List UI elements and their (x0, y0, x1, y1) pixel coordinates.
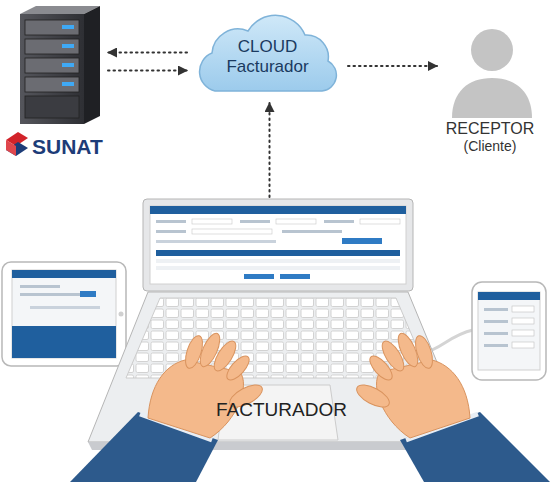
screen-field (512, 306, 534, 312)
screen-footer (12, 326, 116, 358)
screen-line (484, 308, 508, 311)
drive-bay (25, 20, 79, 35)
screen-header (478, 292, 540, 300)
device-node: SUNAT (5, 5, 105, 163)
screen-field (512, 330, 534, 336)
laptop-screen (150, 206, 406, 284)
tablet-screen (12, 270, 116, 358)
person-icon (452, 29, 532, 118)
laptop-device (88, 199, 470, 450)
screen-header (12, 270, 116, 278)
dotted-arrow (269, 103, 271, 197)
text-group: RECEPTOR(Cliente) (440, 120, 540, 170)
dotted-arrow (348, 65, 437, 67)
finger (366, 353, 396, 384)
screen-field (192, 219, 232, 224)
screen-line (156, 230, 186, 233)
screen-table-row (156, 266, 400, 270)
cloud-outline (200, 15, 337, 91)
phone-body (472, 282, 546, 380)
screen-table-header (156, 250, 400, 256)
status-light (62, 63, 74, 67)
screen-line (282, 230, 342, 233)
screen-button (244, 274, 274, 279)
node-label: (Cliente) (464, 138, 517, 154)
logo-mark (6, 140, 16, 156)
node-label: FACTURADOR (216, 399, 347, 421)
screen-button (280, 274, 310, 279)
screen-field (512, 318, 534, 324)
device-node: FACTURADOR (140, 200, 415, 445)
screen-field (360, 219, 400, 224)
screen-line (484, 320, 508, 323)
phone-device (472, 282, 546, 380)
tablet-body (2, 262, 126, 366)
cloud-node: CLOUD Facturador (190, 3, 345, 100)
dotted-arrow (108, 70, 187, 72)
node-label: SUNAT (32, 135, 103, 159)
screen-line (156, 220, 186, 223)
device-node: RECEPTOR(Cliente) (440, 20, 540, 170)
drive-bay (25, 58, 79, 73)
laptop-lid (143, 199, 413, 291)
server-side (84, 6, 100, 124)
screen-button (342, 238, 382, 244)
status-light (62, 44, 74, 48)
dotted-arrow (108, 52, 187, 54)
tablet-device (2, 262, 126, 366)
server-icon (20, 6, 100, 124)
screen-line (30, 306, 100, 309)
screen-line (20, 285, 60, 288)
screen-field (192, 229, 272, 234)
right-hand (353, 331, 550, 482)
tablet-button (119, 312, 124, 317)
status-light (62, 82, 74, 86)
sunat-logo (6, 132, 28, 156)
drive-bay (25, 39, 79, 54)
screen-field (276, 219, 316, 224)
server-front (20, 14, 84, 124)
screen-button (80, 291, 96, 297)
text-group: FACTURADOR (140, 396, 423, 424)
screen-line (240, 220, 270, 223)
person-body (452, 78, 532, 118)
phone-screen (478, 292, 540, 370)
drive-bay (25, 96, 79, 118)
person-head (471, 29, 513, 71)
thumb (353, 380, 392, 411)
screen-line (484, 344, 508, 347)
screen-line (484, 332, 508, 335)
screen-line (156, 240, 276, 243)
node-label: CLOUD Facturador (218, 37, 318, 76)
screen-field (512, 342, 534, 348)
finger (223, 353, 253, 384)
screen-line (20, 293, 80, 296)
drive-bay (25, 77, 79, 92)
node-label: RECEPTOR (446, 120, 535, 138)
status-light (62, 25, 74, 29)
text-group: SUNAT (32, 129, 110, 165)
screen-header (150, 206, 406, 214)
screen-table-row (156, 259, 400, 263)
text-group: CLOUD Facturador (210, 25, 325, 89)
screen-line (324, 220, 354, 223)
